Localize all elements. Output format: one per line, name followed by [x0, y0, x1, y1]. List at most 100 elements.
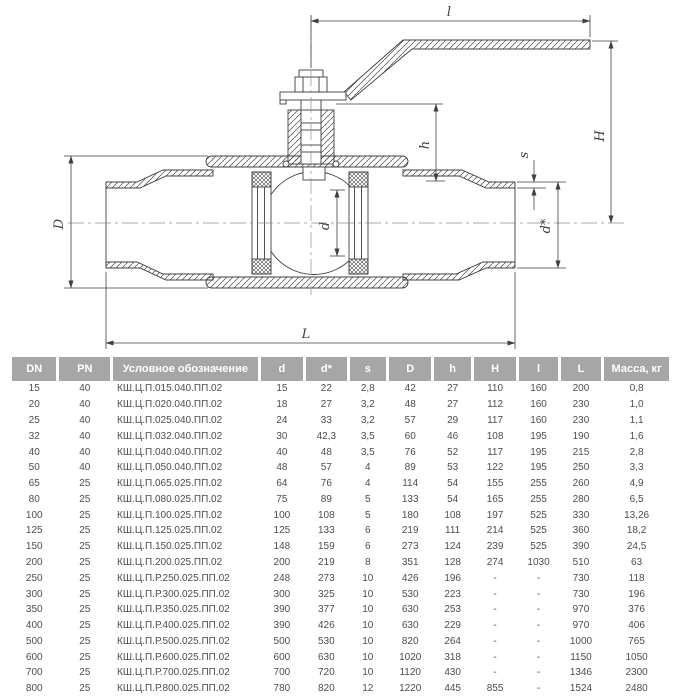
designation-cell: КШ.Ц.П.080.025.ПП.02 [117, 493, 223, 505]
left-bottom-wall [105, 261, 214, 281]
value-cell: 1120 [399, 667, 421, 679]
value-cell: 125 [273, 525, 291, 537]
value-cell: 3,3 [629, 462, 644, 474]
left-top-wall [105, 169, 214, 189]
value-cell: 780 [273, 683, 291, 695]
value-cell: 76 [320, 478, 332, 490]
value-cell: 215 [572, 446, 590, 458]
value-cell: 76 [404, 446, 416, 458]
dim-label-L: L [301, 327, 311, 342]
value-cell: 214 [486, 525, 504, 537]
value-cell: 970 [572, 604, 590, 616]
value-cell: 1,0 [629, 399, 644, 411]
value-cell: 200 [273, 556, 291, 568]
value-cell: 155 [486, 478, 504, 490]
value-cell: 48 [404, 399, 416, 411]
value-cell: 1030 [527, 556, 550, 568]
designation-cell: КШ.Ц.П.150.025.ПП.02 [117, 541, 223, 553]
designation-cell: КШ.Ц.П.125.025.ПП.02 [117, 525, 223, 537]
value-cell: 25 [79, 493, 91, 505]
value-cell: 24,5 [626, 541, 647, 553]
value-cell: - [493, 667, 497, 679]
value-cell: 10 [362, 651, 374, 663]
value-cell: 720 [318, 667, 335, 679]
value-cell: 128 [444, 556, 461, 568]
value-cell: - [493, 604, 497, 616]
value-cell: 27 [447, 399, 459, 411]
value-cell: 230 [572, 414, 590, 426]
designation-cell: КШ.Ц.П.Р.250.025.ПП.02 [117, 572, 230, 584]
value-cell: 730 [572, 588, 590, 600]
value-cell: 700 [25, 667, 43, 679]
value-cell: 2,8 [360, 383, 375, 395]
value-cell: 230 [572, 399, 590, 411]
value-cell: 25 [79, 525, 91, 537]
value-cell: 15 [28, 383, 40, 395]
value-cell: 1220 [399, 683, 422, 695]
value-cell: 25 [79, 588, 91, 600]
value-cell: 600 [273, 651, 291, 663]
value-cell: 25 [79, 509, 91, 521]
value-cell: 10 [362, 572, 374, 584]
value-cell: 159 [318, 541, 335, 553]
value-cell: 376 [628, 604, 645, 616]
designation-cell: КШ.Ц.П.100.025.ПП.02 [117, 509, 223, 521]
value-cell: 1150 [570, 651, 592, 663]
value-cell: 112 [487, 399, 504, 411]
value-cell: 89 [320, 493, 332, 505]
value-cell: 40 [276, 446, 288, 458]
value-cell: 117 [487, 414, 504, 426]
value-cell: 3,5 [360, 430, 375, 442]
value-cell: 18,2 [626, 525, 647, 537]
value-cell: 360 [572, 525, 590, 537]
value-cell: 530 [318, 635, 335, 647]
value-cell: 239 [486, 541, 504, 553]
value-cell: 48 [276, 462, 288, 474]
value-cell: 229 [444, 620, 461, 632]
column-header: d [260, 357, 304, 381]
value-cell: 4,9 [629, 478, 644, 490]
value-cell: 65 [28, 478, 40, 490]
value-cell: 250 [572, 462, 590, 474]
value-cell: 10 [362, 635, 374, 647]
value-cell: 730 [572, 572, 590, 584]
value-cell: 0,8 [629, 383, 644, 395]
value-cell: 25 [79, 604, 91, 616]
value-cell: 64 [276, 478, 288, 490]
dim-label-d-star: d* [539, 218, 554, 233]
value-cell: 6 [365, 525, 371, 537]
value-cell: 1050 [625, 651, 648, 663]
value-cell: 390 [273, 620, 291, 632]
column-header: l [519, 357, 558, 381]
value-cell: 330 [572, 509, 590, 521]
value-cell: 25 [79, 651, 91, 663]
centerlines [68, 16, 624, 295]
value-cell: 273 [318, 572, 335, 584]
column-header: h [434, 357, 471, 381]
value-cell: 248 [273, 572, 291, 584]
value-cell: 10 [362, 620, 374, 632]
value-cell: 196 [628, 588, 645, 600]
value-cell: 165 [486, 493, 504, 505]
value-cell: 2480 [625, 683, 648, 695]
column-header: Условное обозначение [113, 357, 258, 381]
value-cell: 108 [486, 430, 504, 442]
value-cell: 20 [28, 399, 40, 411]
designation-cell: КШ.Ц.П.Р.500.025.ПП.02 [117, 635, 230, 647]
value-cell: 10 [362, 667, 374, 679]
value-cell: 430 [444, 667, 461, 679]
value-cell: 195 [530, 462, 547, 474]
column-header: H [473, 357, 517, 381]
valve-technical-drawing: l H h s d* d D L [52, 5, 624, 349]
value-cell: 40 [28, 446, 40, 458]
value-cell: 42 [404, 383, 416, 395]
value-cell: 253 [444, 604, 461, 616]
value-cell: 325 [318, 588, 335, 600]
value-cell: 25 [79, 478, 91, 490]
